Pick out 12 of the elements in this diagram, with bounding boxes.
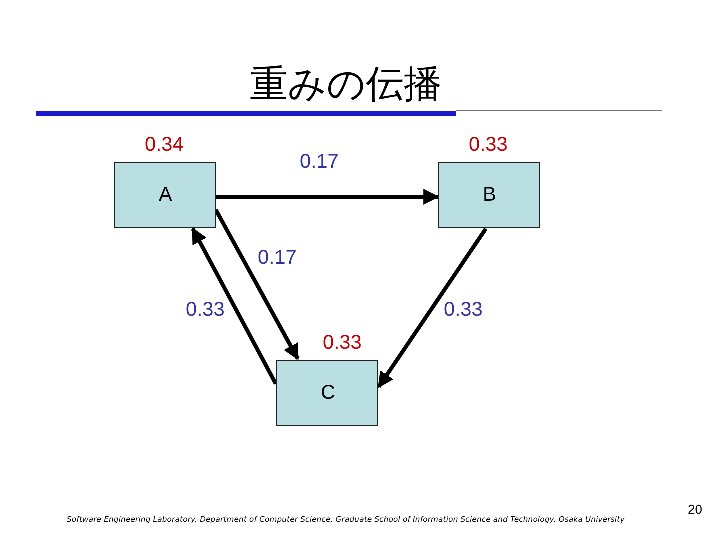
title: 重みの伝播	[250, 62, 442, 106]
weight-value: 0.34	[145, 134, 184, 157]
arrow	[377, 228, 488, 388]
page-number: 20	[688, 502, 702, 517]
arrow	[191, 228, 278, 385]
arrow	[216, 189, 440, 205]
weight-value: 0.33	[323, 332, 362, 355]
weight-value: 0.33	[469, 134, 508, 157]
node-label: C	[321, 382, 336, 405]
node-label: A	[159, 184, 172, 207]
node-label: B	[483, 184, 496, 207]
arrow	[214, 209, 300, 360]
